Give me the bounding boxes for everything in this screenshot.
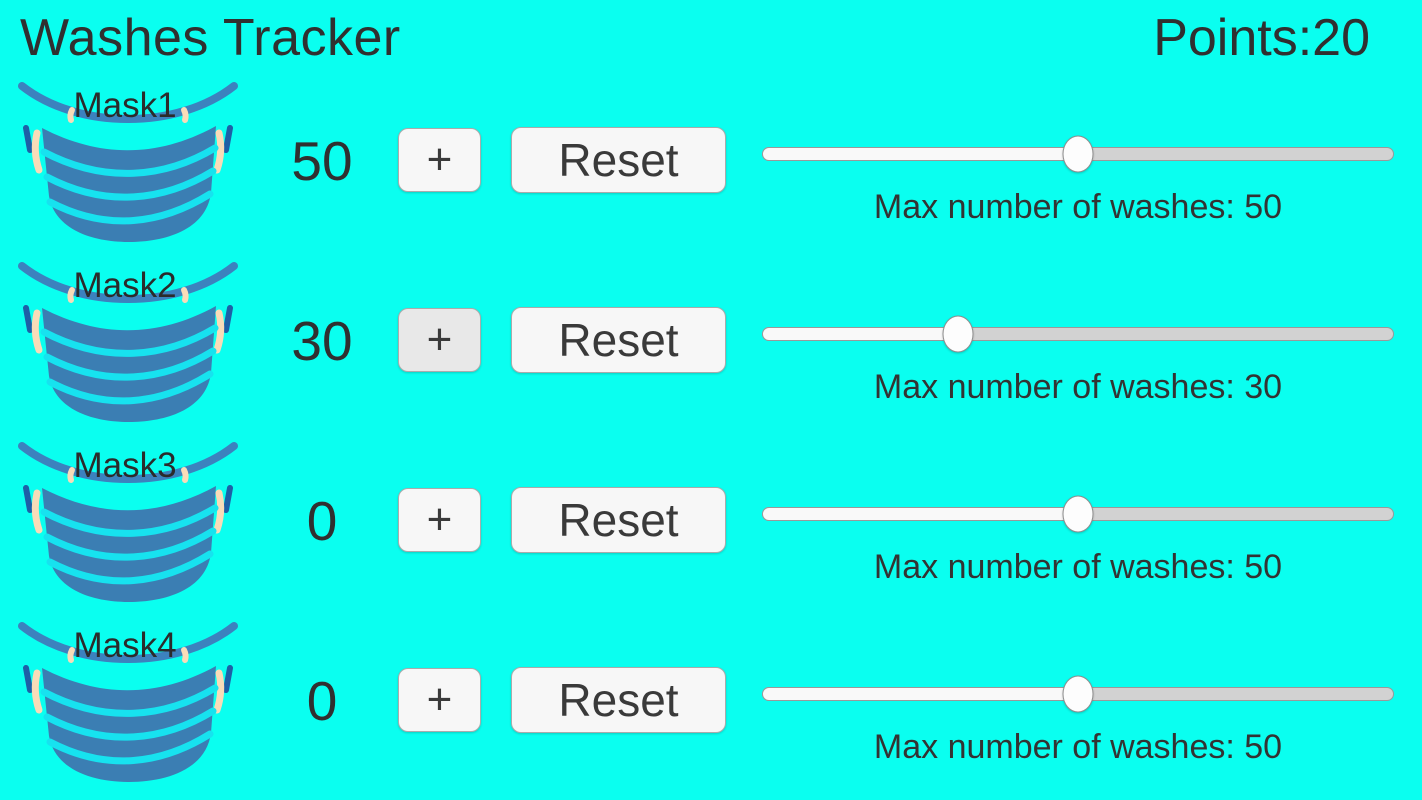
max-washes-label: Max number of washes: 50: [873, 547, 1283, 586]
slider-thumb[interactable]: [1062, 495, 1094, 532]
slider-thumb[interactable]: [942, 315, 974, 352]
mask-label: Mask1: [73, 86, 177, 125]
mask-label: Mask3: [73, 446, 177, 485]
reset-button[interactable]: Reset: [511, 127, 726, 193]
max-washes-slider[interactable]: [762, 675, 1394, 712]
slider-fill: [762, 686, 1078, 701]
header: Washes Tracker Points:20: [0, 0, 1422, 78]
max-washes-label: Max number of washes: 50: [873, 727, 1283, 766]
mask-row-3: Mask3 0 + Reset Max number of washes: 50: [0, 438, 1422, 618]
mask-row-1: Mask1 50 + Reset Max number of washes: 5…: [0, 78, 1422, 258]
points-display: Points:20: [1153, 9, 1370, 67]
mask-row-2: Mask2 30 + Reset Max number of washes: 3…: [0, 258, 1422, 438]
max-washes-label: Max number of washes: 50: [873, 187, 1283, 226]
reset-button[interactable]: Reset: [511, 487, 726, 553]
wash-count: 30: [291, 310, 353, 372]
max-washes-label: Max number of washes: 30: [873, 367, 1283, 406]
mask-list: Mask1 50 + Reset Max number of washes: 5…: [0, 78, 1422, 798]
reset-button[interactable]: Reset: [511, 307, 726, 373]
reset-button[interactable]: Reset: [511, 667, 726, 733]
increment-button[interactable]: +: [398, 488, 481, 552]
max-washes-control: Max number of washes: 50: [762, 650, 1394, 767]
max-washes-slider[interactable]: [762, 315, 1394, 352]
mask-graphic-2: Mask2: [0, 258, 250, 438]
slider-fill: [762, 506, 1078, 521]
wash-count: 0: [306, 670, 338, 732]
mask-graphic-3: Mask3: [0, 438, 250, 618]
max-washes-slider[interactable]: [762, 495, 1394, 532]
mask-graphic-1: Mask1: [0, 78, 250, 258]
slider-fill: [762, 146, 1078, 161]
mask-label: Mask2: [73, 266, 177, 305]
mask-graphic-4: Mask4: [0, 618, 250, 798]
max-washes-slider[interactable]: [762, 135, 1394, 172]
wash-count: 50: [291, 130, 353, 192]
page-title: Washes Tracker: [20, 9, 401, 67]
mask-row-4: Mask4 0 + Reset Max number of washes: 50: [0, 618, 1422, 798]
max-washes-control: Max number of washes: 50: [762, 470, 1394, 587]
slider-thumb[interactable]: [1062, 135, 1094, 172]
mask-label: Mask4: [73, 626, 177, 665]
increment-button[interactable]: +: [398, 308, 481, 372]
slider-fill: [762, 326, 958, 341]
max-washes-control: Max number of washes: 30: [762, 290, 1394, 407]
slider-thumb[interactable]: [1062, 675, 1094, 712]
increment-button[interactable]: +: [398, 128, 481, 192]
max-washes-control: Max number of washes: 50: [762, 110, 1394, 227]
increment-button[interactable]: +: [398, 668, 481, 732]
wash-count: 0: [306, 490, 338, 552]
